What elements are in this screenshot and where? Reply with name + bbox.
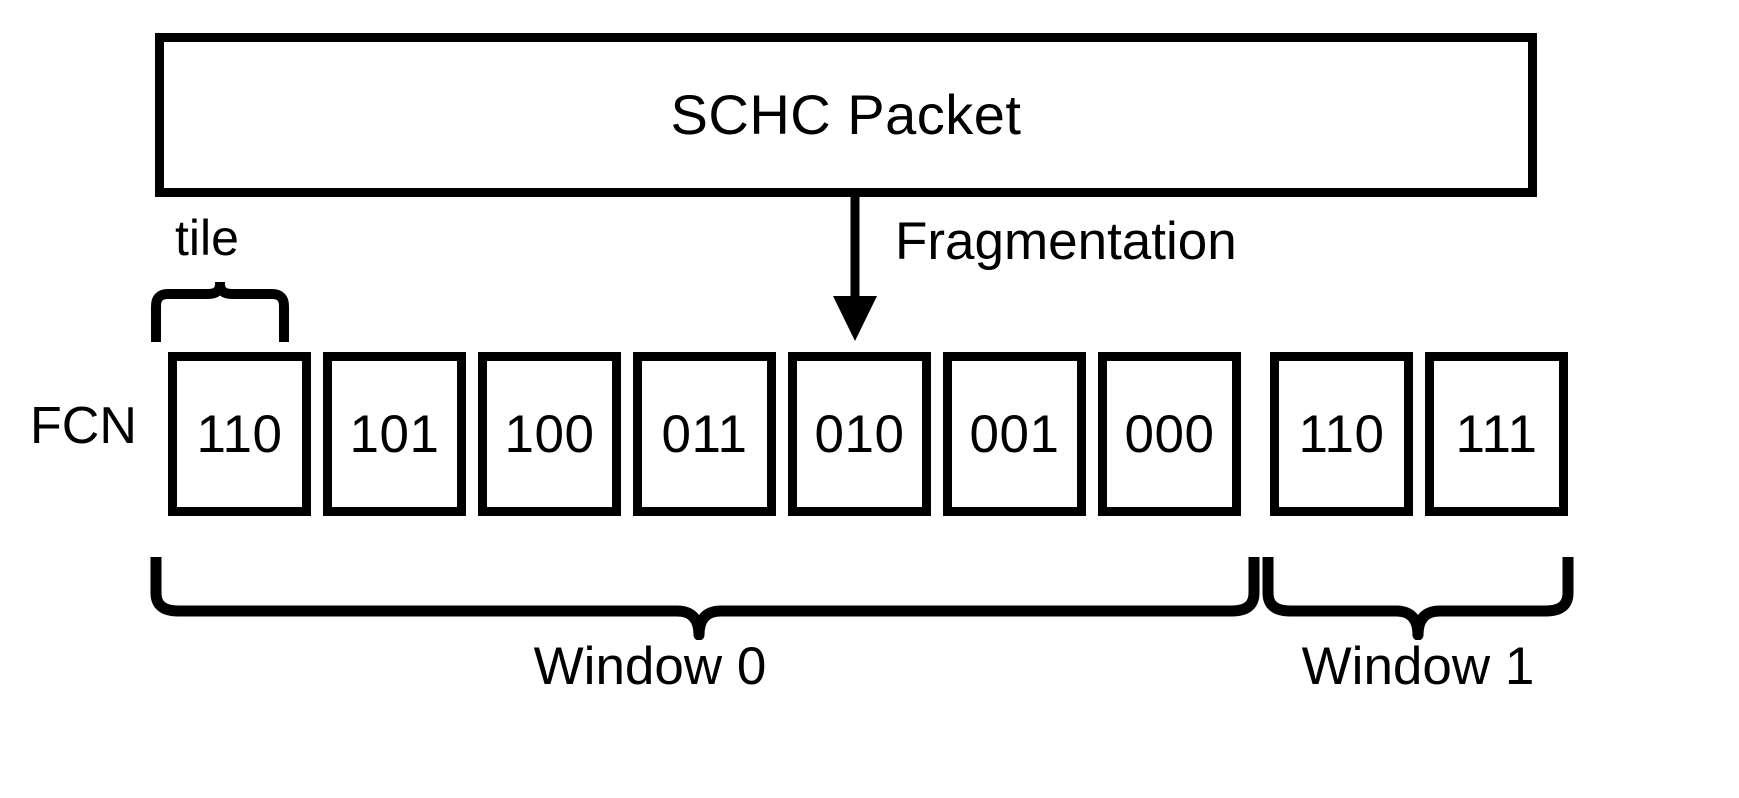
tile-box[interactable]: 011 xyxy=(633,352,776,516)
down-arrow-icon xyxy=(833,196,877,341)
window-1-label: Window 1 xyxy=(1301,637,1535,696)
tile-box[interactable]: 110 xyxy=(1270,352,1413,516)
schc-packet-label: SCHC Packet xyxy=(670,83,1022,146)
tile-box[interactable]: 110 xyxy=(168,352,311,516)
window-0-brace-icon xyxy=(150,557,1260,640)
tile-fcn-value: 011 xyxy=(661,404,748,464)
tile-fcn-value: 111 xyxy=(1455,404,1538,464)
tile-box[interactable]: 000 xyxy=(1098,352,1241,516)
tile-label: tile xyxy=(175,210,239,266)
tile-fcn-value: 001 xyxy=(969,404,1060,464)
schc-packet-box: SCHC Packet xyxy=(155,33,1537,197)
tile-box[interactable]: 111 xyxy=(1425,352,1568,516)
tile-fcn-value: 100 xyxy=(504,404,595,464)
fcn-label: FCN xyxy=(30,397,137,455)
fragmentation-label: Fragmentation xyxy=(895,212,1237,271)
tile-fcn-value: 110 xyxy=(1298,404,1385,464)
tile-fcn-value: 110 xyxy=(196,404,283,464)
tile-fcn-value: 000 xyxy=(1124,404,1215,464)
window-0-label: Window 0 xyxy=(533,637,767,696)
curly-brace-up-icon xyxy=(151,282,289,342)
tile-box[interactable]: 100 xyxy=(478,352,621,516)
tile-box[interactable]: 101 xyxy=(323,352,466,516)
tile-fcn-value: 101 xyxy=(349,404,440,464)
tile-fcn-value: 010 xyxy=(814,404,905,464)
tile-box[interactable]: 010 xyxy=(788,352,931,516)
window-1-brace-icon xyxy=(1262,557,1574,640)
tile-box[interactable]: 001 xyxy=(943,352,1086,516)
tile-row: 110 101 100 011 010 001 000 110 111 xyxy=(0,352,1739,516)
